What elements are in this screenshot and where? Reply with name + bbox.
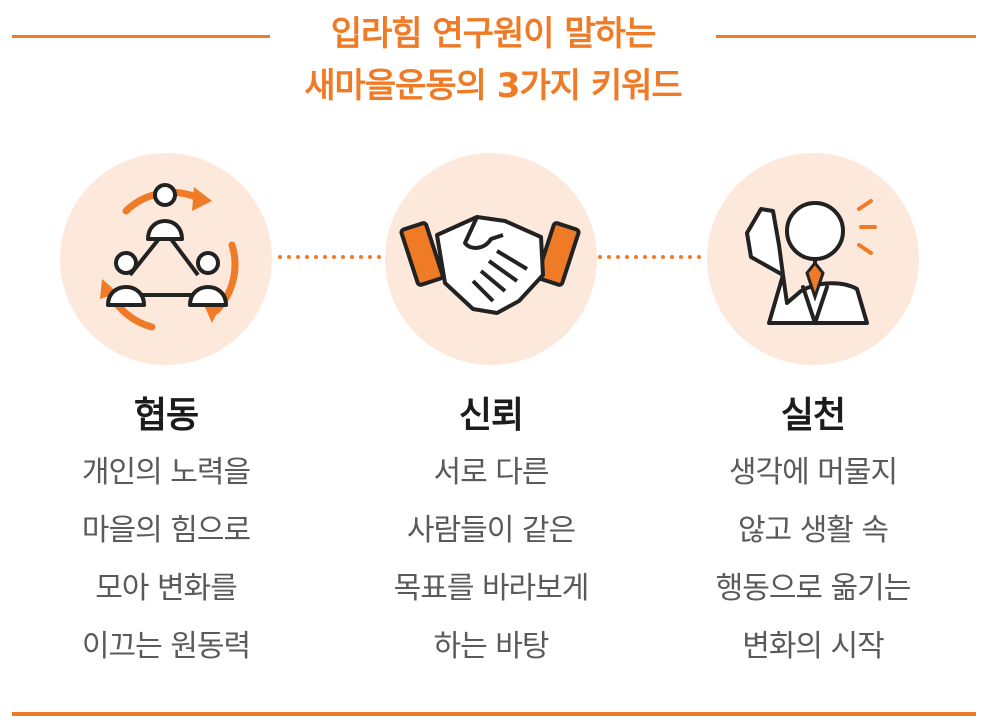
raised-hand-person-icon [745,199,877,325]
trust-icon-circle [385,153,597,365]
keyword-line: 서로 다른 [433,455,550,490]
page-title: 입라힘 연구원이 말하는 새마을운동의 3가지 키워드 [0,8,986,112]
keyword-heading: 협동 [133,395,199,436]
keyword-line: 행동으로 옮기는 [715,571,912,606]
keyword-practice: 실천 생각에 머물지 않고 생활 속 행동으로 옮기는 변화의 시작 [663,388,963,676]
cooperation-icon-circle [60,153,272,365]
keyword-line: 마을의 힘으로 [81,513,251,548]
keyword-line: 이끄는 원동력 [81,629,251,664]
keyword-line: 모아 변화를 [95,571,238,606]
title-rule-left [12,35,270,38]
keyword-heading: 실천 [780,395,846,436]
cooperation-people-cycle-icon [100,183,239,331]
keyword-line: 않고 생활 속 [737,513,889,548]
practice-icon-circle [707,153,919,365]
title-line-1: 입라힘 연구원이 말하는 [330,14,656,54]
keyword-line: 목표를 바라보게 [393,571,590,606]
keyword-line: 사람들이 같은 [406,513,576,548]
keyword-cooperation: 협동 개인의 노력을 마을의 힘으로 모아 변화를 이끄는 원동력 [16,388,316,676]
keyword-trust: 신뢰 서로 다른 사람들이 같은 목표를 바라보게 하는 바탕 [341,388,641,676]
keyword-line: 하는 바탕 [433,629,550,664]
connector-dots-1 [278,255,386,259]
title-rule-right [716,35,976,38]
keyword-line: 개인의 노력을 [81,455,251,490]
connector-dots-2 [598,255,706,259]
handshake-icon [399,215,581,315]
keyword-heading: 신뢰 [458,395,524,436]
bottom-rule [12,712,976,716]
title-line-2: 새마을운동의 3가지 키워드 [304,66,682,106]
keyword-line: 생각에 머물지 [728,455,898,490]
keyword-line: 변화의 시작 [742,629,885,664]
